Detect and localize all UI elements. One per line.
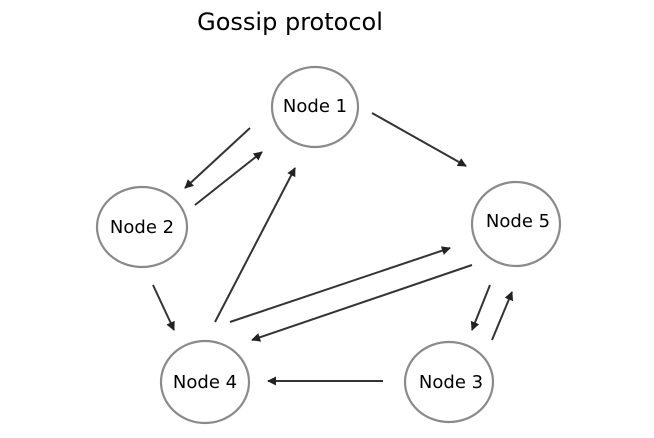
node-3-circle — [403, 340, 495, 424]
node-1-circle — [270, 65, 360, 149]
edge-node4-to-node1 — [214, 167, 296, 323]
node-3: Node 3 — [403, 340, 495, 424]
node-4-circle — [159, 339, 251, 425]
edge-node1-to-node2 — [184, 127, 251, 189]
edges — [152, 112, 514, 386]
node-2: Node 2 — [95, 185, 189, 269]
edge-node4-to-node5 — [229, 246, 451, 323]
node-2-circle — [95, 185, 189, 269]
edge-node2-to-node1 — [194, 151, 263, 206]
node-3-label: Node 3 — [419, 372, 483, 393]
node-4: Node 4 — [159, 339, 251, 425]
node-1-label: Node 1 — [283, 96, 347, 117]
node-5-circle — [470, 180, 562, 268]
edge-node2-to-node4 — [152, 284, 175, 331]
node-4-label: Node 4 — [173, 372, 237, 393]
edge-node5-to-node3 — [470, 284, 491, 331]
edge-node5-to-node4 — [251, 264, 473, 342]
edge-node1-to-node5 — [371, 112, 467, 167]
node-5-label: Node 5 — [486, 211, 550, 232]
node-1: Node 1 — [270, 65, 360, 149]
edge-node3-to-node5 — [491, 291, 514, 341]
diagram-title: Gossip protocol — [197, 8, 383, 36]
node-2-label: Node 2 — [110, 217, 174, 238]
node-5: Node 5 — [470, 180, 562, 268]
